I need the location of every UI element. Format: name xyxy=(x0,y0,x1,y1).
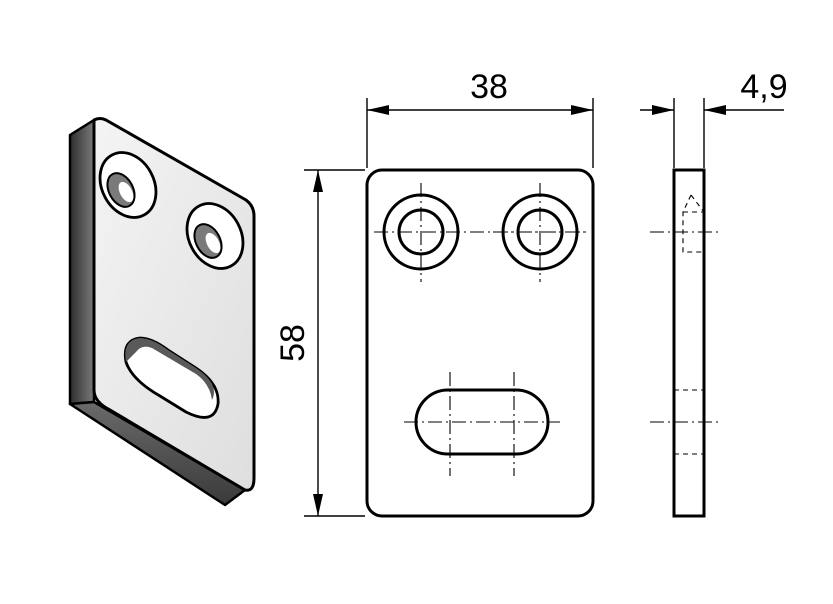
side-plate-outline xyxy=(672,168,706,518)
isometric-view xyxy=(68,117,256,507)
height-dimension-label: 58 xyxy=(274,324,312,362)
thickness-dimension: 4,9 xyxy=(640,68,788,168)
thickness-dimension-label: 4,9 xyxy=(740,68,787,106)
side-view xyxy=(650,168,722,518)
iso-slot xyxy=(123,336,220,419)
front-view xyxy=(365,168,595,518)
front-slot xyxy=(404,372,560,476)
iso-hole-2 xyxy=(185,202,245,270)
iso-hole-1 xyxy=(98,151,158,219)
height-dimension: 58 xyxy=(274,169,365,517)
width-dimension: 38 xyxy=(366,68,594,168)
width-dimension-label: 38 xyxy=(470,68,508,106)
iso-left-edge xyxy=(68,118,96,406)
